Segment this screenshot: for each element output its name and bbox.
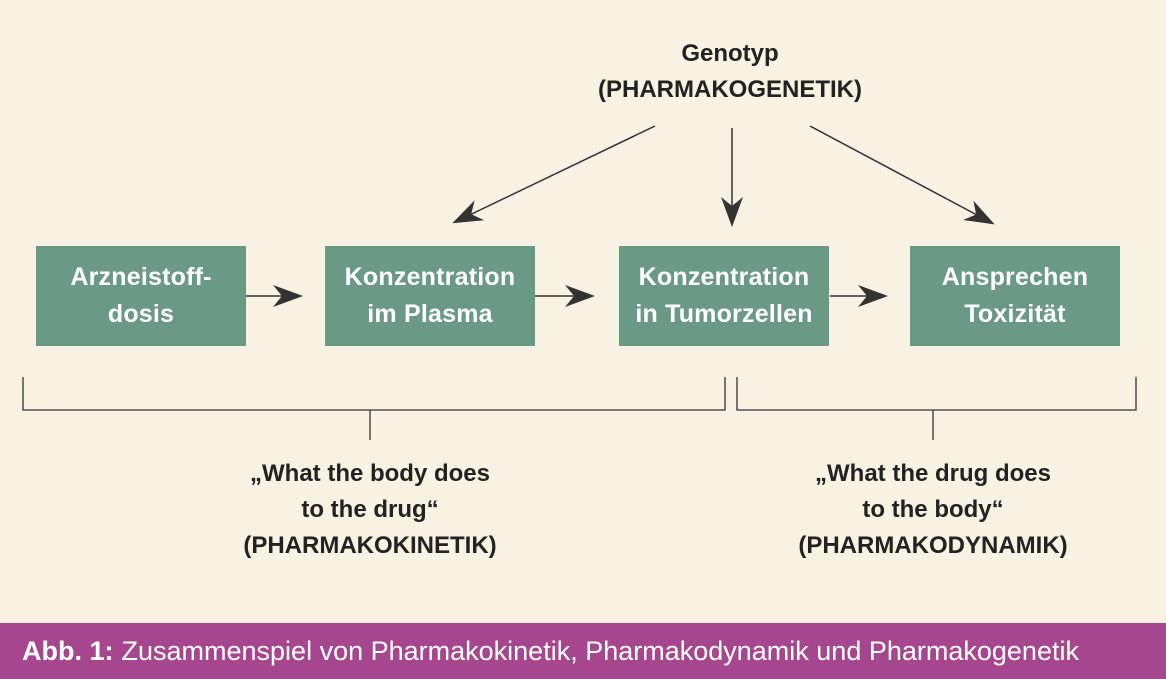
node-response-toxicity-line1: Ansprechen <box>941 263 1089 291</box>
bracket-pharmacodynamics <box>736 377 1137 440</box>
pharmacokinetics-label-line2: to the drug“ <box>301 496 439 523</box>
figure-caption: Abb. 1: Zusammenspiel von Pharmakokineti… <box>0 623 1166 679</box>
pharmacodynamics-label-line2: to the body“ <box>862 496 1004 523</box>
node-tumorcell-concentration: Konzentration in Tumorzellen <box>619 246 829 346</box>
node-plasma-concentration-line1: Konzentration <box>344 263 516 291</box>
arrow-genotype-to-plasma <box>452 125 656 224</box>
node-drug-dose: Arzneistoff- dosis <box>36 246 246 346</box>
arrow-genotype-to-response <box>809 125 995 225</box>
node-tumorcell-concentration-line2: in Tumorzellen <box>635 300 813 328</box>
bracket-pharmacokinetics <box>22 377 726 440</box>
pharmacodynamics-label-line1: „What the drug does <box>815 460 1051 487</box>
pharmacodynamics-label: „What the drug does to the body“ (PHARMA… <box>733 456 1133 564</box>
figure-caption-label: Abb. 1: <box>22 635 114 666</box>
genotype-label-line2: (PHARMAKOGENETIK) <box>598 76 862 103</box>
node-drug-dose-line1: Arzneistoff- <box>70 263 212 291</box>
genotype-label: Genotyp (PHARMAKOGENETIK) <box>530 36 930 108</box>
node-plasma-concentration-line2: im Plasma <box>367 300 493 328</box>
pharmacokinetics-label-line1: „What the body does <box>250 460 490 487</box>
pharmacokinetics-label: „What the body does to the drug“ (PHARMA… <box>170 456 570 564</box>
node-plasma-concentration: Konzentration im Plasma <box>325 246 535 346</box>
node-response-toxicity: Ansprechen Toxizität <box>910 246 1120 346</box>
diagram-connectors <box>22 125 1137 440</box>
pharmacodynamics-label-line3: (PHARMAKODYNAMIK) <box>798 532 1068 559</box>
node-tumorcell-concentration-line1: Konzentration <box>638 263 810 291</box>
node-drug-dose-line2: dosis <box>107 300 175 328</box>
genotype-label-line1: Genotyp <box>681 40 779 67</box>
figure-caption-text: Zusammenspiel von Pharmakokinetik, Pharm… <box>121 635 1079 666</box>
node-response-toxicity-line2: Toxizität <box>964 300 1066 328</box>
pharmacokinetics-label-line3: (PHARMAKOKINETIK) <box>243 532 497 559</box>
